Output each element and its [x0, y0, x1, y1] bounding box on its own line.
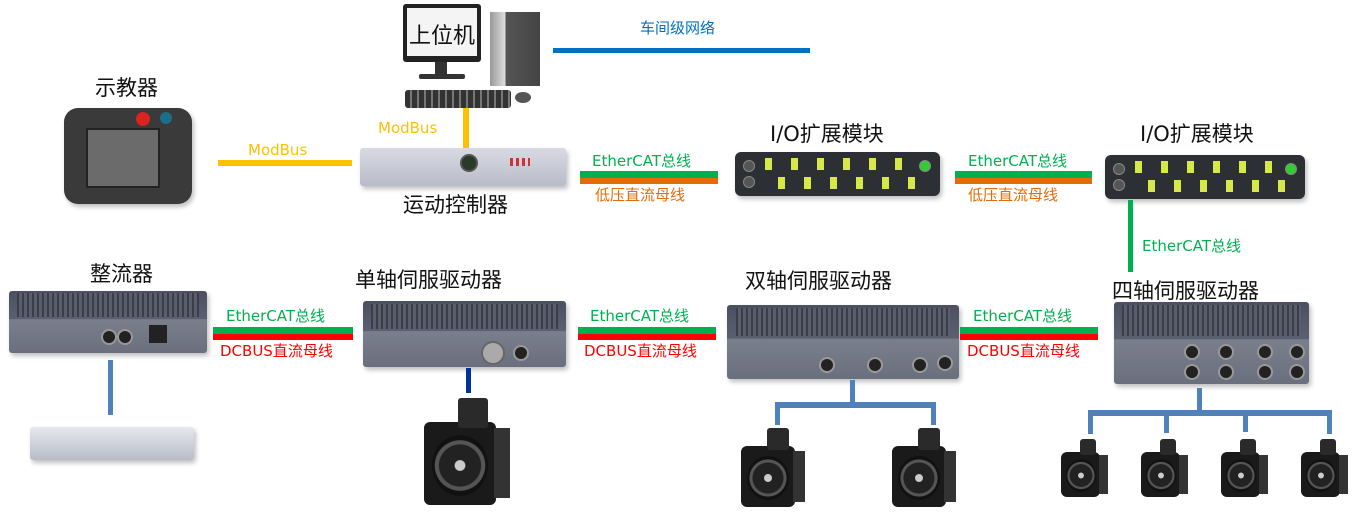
rect-single-dcbus-line — [213, 334, 353, 340]
single-dual-ethercat-label: EtherCAT总线 — [590, 307, 689, 325]
servo-motor-image — [737, 425, 811, 510]
dual-quad-ethercat-line — [960, 327, 1098, 334]
io1-io2-dc-label: 低压直流母线 — [968, 186, 1059, 204]
ctrl-io1-ethercat-label: EtherCAT总线 — [592, 152, 691, 170]
keyboard — [405, 90, 511, 108]
quad-motor-tree-stem — [1197, 388, 1202, 412]
io-module-1-label: I/O扩展模块 — [770, 122, 884, 146]
modbus-pc-line — [463, 108, 469, 148]
modbus-pendant-line — [218, 160, 352, 166]
teach-pendant-image — [64, 108, 192, 204]
dual-axis-drive-image — [727, 305, 959, 379]
dual-motor-tree-bar — [775, 402, 936, 408]
io-module-1-image — [735, 152, 940, 196]
servo-motor-image — [888, 425, 962, 510]
teach-pendant-label: 示教器 — [95, 76, 158, 100]
servo-motor-image — [418, 393, 518, 510]
motion-controller-label: 运动控制器 — [403, 193, 508, 217]
io1-io2-ethercat-label: EtherCAT总线 — [968, 152, 1067, 170]
single-dual-ethercat-line — [578, 327, 716, 334]
rectifier-resistor-line — [108, 360, 113, 415]
modbus-pc-label: ModBus — [378, 119, 438, 137]
io1-io2-dc-line — [955, 178, 1092, 184]
io1-io2-ethercat-line — [955, 171, 1092, 178]
workshop-network-line — [553, 48, 810, 53]
quad-motor-tree-bar — [1088, 410, 1332, 416]
workshop-network-label: 车间级网络 — [640, 19, 716, 37]
servo-motor-image — [1138, 436, 1192, 500]
monitor — [403, 4, 481, 62]
io2-quad-ethercat-label: EtherCAT总线 — [1142, 237, 1241, 255]
io-module-2-image — [1105, 155, 1305, 199]
rect-single-ethercat-label: EtherCAT总线 — [226, 307, 325, 325]
motion-controller-image — [360, 148, 566, 186]
quad-axis-drive-image — [1114, 302, 1309, 384]
brake-resistor-image — [30, 427, 194, 460]
ctrl-io1-dc-line — [580, 178, 718, 184]
io2-quad-ethercat-line — [1128, 200, 1133, 272]
rectifier-image — [9, 291, 207, 353]
io-module-2-label: I/O扩展模块 — [1140, 122, 1254, 146]
dual-axis-drive-label: 双轴伺服驱动器 — [745, 269, 892, 293]
single-motor-line — [466, 368, 471, 393]
single-dual-dcbus-label: DCBUS直流母线 — [584, 342, 697, 360]
single-dual-dcbus-line — [578, 334, 716, 340]
mouse — [515, 92, 531, 103]
dual-quad-dcbus-label: DCBUS直流母线 — [967, 342, 1080, 360]
ctrl-io1-dc-label: 低压直流母线 — [595, 186, 686, 204]
servo-motor-image — [1058, 436, 1112, 500]
dual-quad-dcbus-line — [960, 334, 1098, 340]
servo-motor-image — [1218, 436, 1272, 500]
pc-tower — [490, 12, 540, 86]
dual-motor-drop-2 — [931, 405, 936, 425]
rect-single-ethercat-line — [213, 327, 353, 334]
single-axis-drive-label: 单轴伺服驱动器 — [355, 268, 502, 292]
rectifier-label: 整流器 — [90, 262, 153, 286]
dual-motor-tree-stem — [850, 380, 855, 404]
quad-axis-drive-label: 四轴伺服驱动器 — [1112, 279, 1259, 303]
quad-motor-drop-4 — [1327, 413, 1332, 434]
rect-single-dcbus-label: DCBUS直流母线 — [220, 342, 333, 360]
host-pc-image — [403, 4, 543, 110]
single-axis-drive-image — [363, 301, 566, 367]
dual-motor-drop-1 — [775, 405, 780, 425]
modbus-pendant-label: ModBus — [248, 141, 308, 159]
servo-motor-image — [1298, 436, 1352, 500]
ctrl-io1-ethercat-line — [580, 171, 718, 178]
quad-motor-drop-1 — [1088, 413, 1093, 434]
host-pc-label: 上位机 — [409, 24, 476, 49]
dual-quad-ethercat-label: EtherCAT总线 — [973, 307, 1072, 325]
quad-motor-drop-2 — [1164, 413, 1169, 433]
quad-motor-drop-3 — [1243, 413, 1248, 432]
